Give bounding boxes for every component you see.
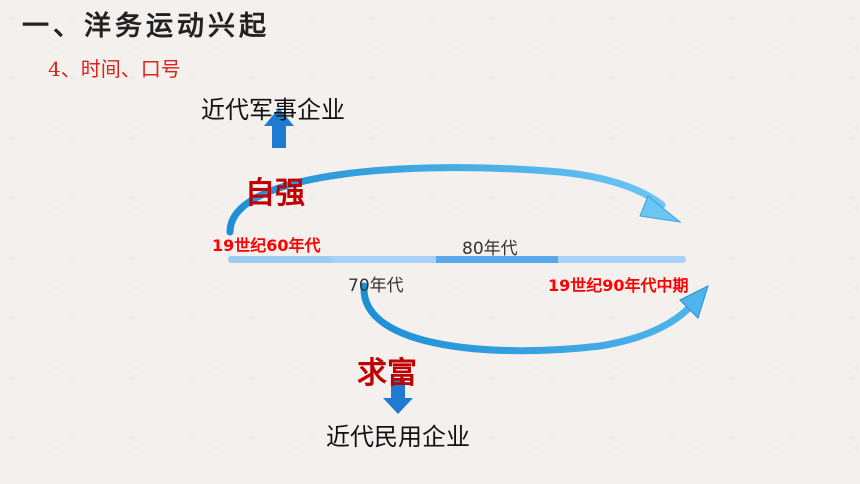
slogan-self-strengthening: 自强 bbox=[245, 176, 305, 211]
label-80s: 80年代 bbox=[462, 239, 518, 259]
timeline-segment-60s bbox=[228, 256, 333, 263]
up-arrow-shaft bbox=[272, 124, 286, 148]
lower-arrow-head bbox=[679, 285, 709, 319]
upper-arrow-head bbox=[639, 195, 682, 223]
upper-curved-arrow bbox=[226, 164, 666, 236]
section-subtitle: 4、时间、口号 bbox=[48, 57, 181, 81]
page-title: 一、洋务运动兴起 bbox=[22, 11, 270, 42]
down-arrow-head bbox=[383, 398, 413, 414]
military-enterprise-label: 近代军事企业 bbox=[201, 96, 345, 124]
start-date-label: 19世纪60年代 bbox=[212, 236, 321, 255]
civil-enterprise-label: 近代民用企业 bbox=[326, 423, 470, 451]
up-arrow-head bbox=[264, 108, 294, 126]
down-arrow-shaft bbox=[391, 380, 405, 400]
slogan-seeking-wealth: 求富 bbox=[357, 356, 417, 391]
end-date-label: 19世纪90年代中期 bbox=[548, 276, 689, 295]
lower-curved-arrow bbox=[360, 282, 698, 355]
timeline-segment-80s bbox=[436, 256, 558, 263]
label-70s: 70年代 bbox=[348, 276, 404, 296]
